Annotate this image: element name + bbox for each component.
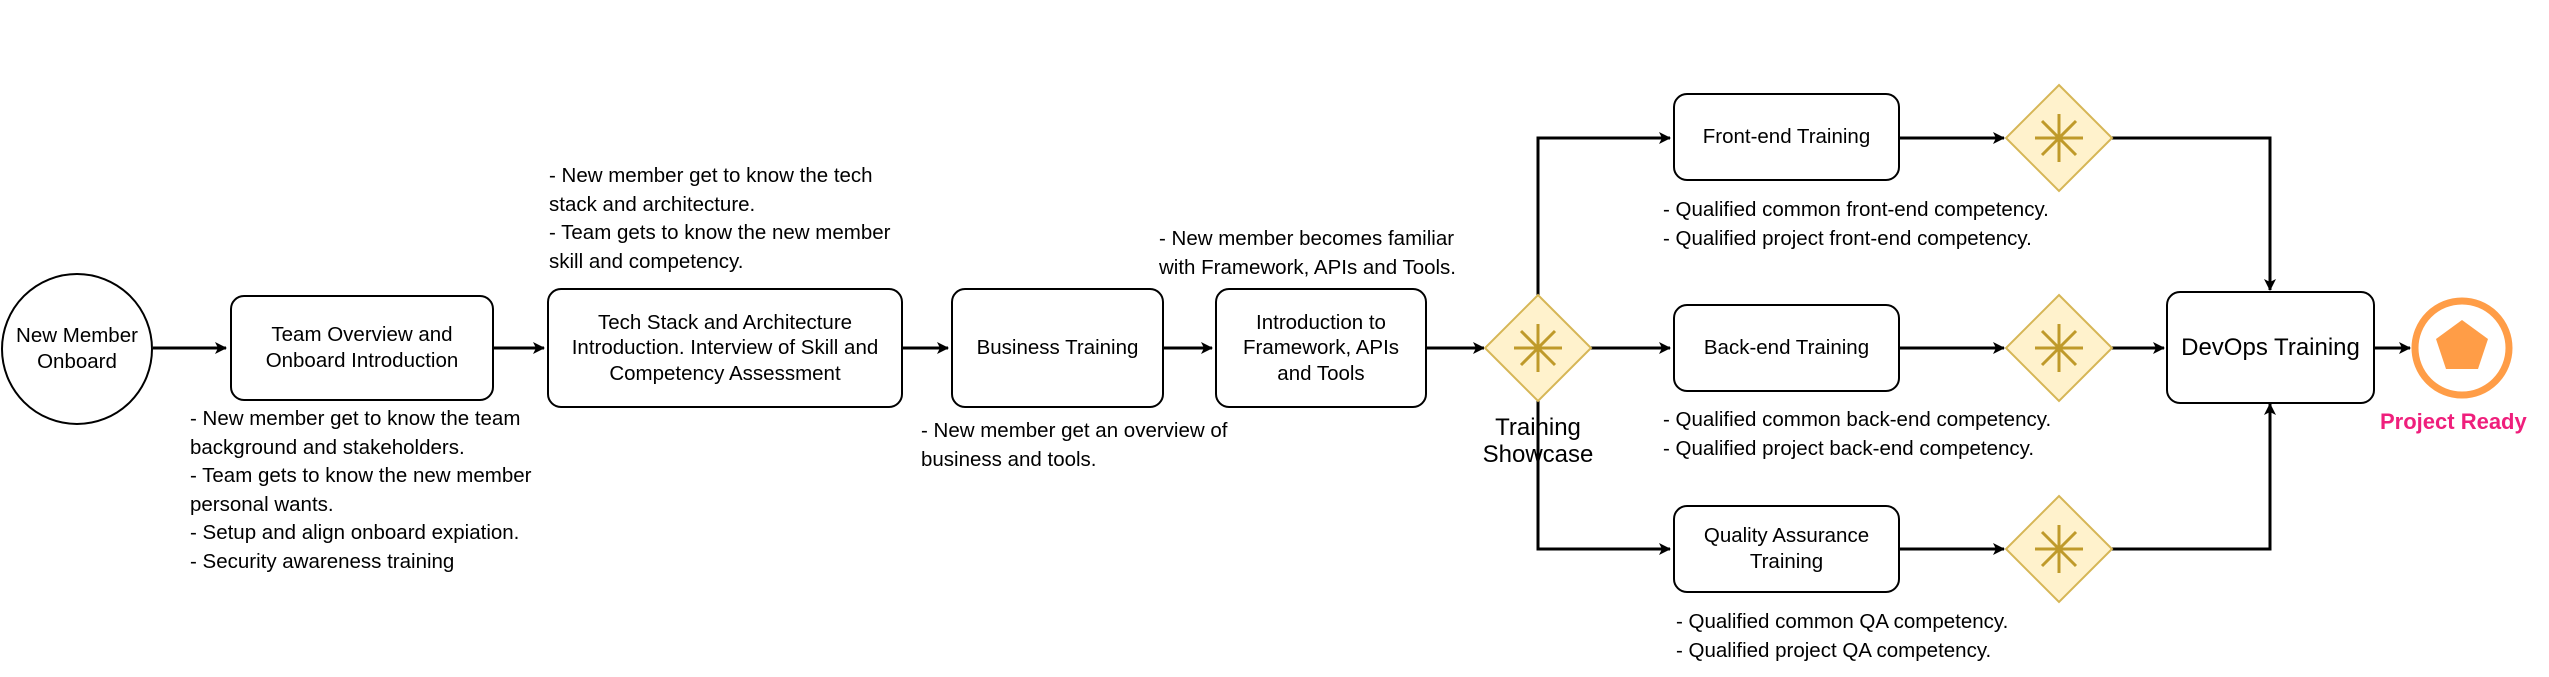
- note-line: - Setup and align onboard expiation.: [190, 521, 520, 544]
- note-line: - Security awareness training: [190, 549, 455, 573]
- note-line: - New member becomes familiar with Frame…: [1159, 227, 1456, 279]
- arrow-gate-qa-to-devops: [2112, 403, 2276, 551]
- business-training-box[interactable]: Business Training: [951, 288, 1164, 408]
- backend-notes: - Qualified common back-end competency. -…: [1663, 406, 2051, 463]
- training-showcase-label: Training Showcase: [1482, 414, 1594, 468]
- devops-training-box[interactable]: DevOps Training: [2166, 291, 2375, 404]
- arrow-gateway-to-frontend: [1536, 132, 1671, 295]
- pentagon-icon: [2436, 320, 2488, 369]
- team-overview-label: Team Overview and Onboard Introduction: [265, 323, 459, 372]
- asterisk-icon: [2035, 324, 2083, 372]
- team-overview-box[interactable]: Team Overview and Onboard Introduction: [230, 295, 494, 401]
- gateway-qa: [2004, 494, 2114, 604]
- note-line: - Qualified project front-end competency…: [1663, 226, 2032, 250]
- framework-intro-label: Introduction to Framework, APIs and Tool…: [1242, 310, 1400, 385]
- qa-notes: - Qualified common QA competency. - Quali…: [1676, 608, 2008, 665]
- team-overview-notes: - New member get to know the team backgr…: [190, 405, 531, 576]
- devops-training-label: DevOps Training: [2181, 333, 2360, 361]
- gateway-showcase: [1483, 293, 1593, 403]
- arrow-gateway-to-qa: [1536, 401, 1671, 555]
- start-event-new-member-onboard[interactable]: New Member Onboard: [1, 273, 153, 425]
- note-line: - Team gets to know the new member perso…: [190, 464, 532, 516]
- end-event: [2411, 297, 2513, 399]
- asterisk-icon: [2035, 525, 2083, 573]
- tech-stack-box[interactable]: Tech Stack and Architecture Introduction…: [547, 288, 903, 408]
- tech-stack-label: Tech Stack and Architecture Introduction…: [571, 310, 879, 385]
- note-line: - Qualified project QA competency.: [1676, 638, 1992, 662]
- note-line: - Team gets to know the new member skill…: [549, 221, 891, 273]
- note-line: - New member get an overview of business…: [921, 419, 1228, 471]
- backend-training-box[interactable]: Back-end Training: [1673, 304, 1900, 392]
- business-training-label: Business Training: [976, 336, 1139, 360]
- asterisk-icon: [1514, 324, 1562, 372]
- note-line: - New member get to know the team backgr…: [190, 407, 521, 459]
- gateway-frontend: [2004, 83, 2114, 193]
- note-line: - New member get to know the tech stack …: [549, 164, 873, 216]
- gateway-backend: [2004, 293, 2114, 403]
- asterisk-icon: [2035, 114, 2083, 162]
- frontend-training-box[interactable]: Front-end Training: [1673, 93, 1900, 181]
- framework-intro-box[interactable]: Introduction to Framework, APIs and Tool…: [1215, 288, 1427, 408]
- frontend-notes: - Qualified common front-end competency.…: [1663, 196, 2049, 253]
- qa-training-label: Quality Assurance Training: [1703, 524, 1870, 573]
- note-line: - Qualified common QA competency.: [1676, 610, 2009, 633]
- business-notes: - New member get an overview of business…: [921, 417, 1227, 474]
- framework-notes: - New member becomes familiar with Frame…: [1159, 225, 1456, 282]
- qa-training-box[interactable]: Quality Assurance Training: [1673, 505, 1900, 593]
- start-event-label: New Member Onboard: [16, 324, 138, 373]
- frontend-training-label: Front-end Training: [1702, 125, 1871, 149]
- note-line: - Qualified common back-end competency.: [1663, 408, 2052, 431]
- note-line: - Qualified common front-end competency.: [1663, 198, 2049, 221]
- tech-stack-notes: - New member get to know the tech stack …: [549, 162, 890, 276]
- backend-training-label: Back-end Training: [1703, 336, 1870, 360]
- arrow-gate-frontend-to-devops: [2112, 136, 2276, 291]
- note-line: - Qualified project back-end competency.: [1663, 436, 2035, 460]
- project-ready-label: Project Ready: [2380, 409, 2527, 434]
